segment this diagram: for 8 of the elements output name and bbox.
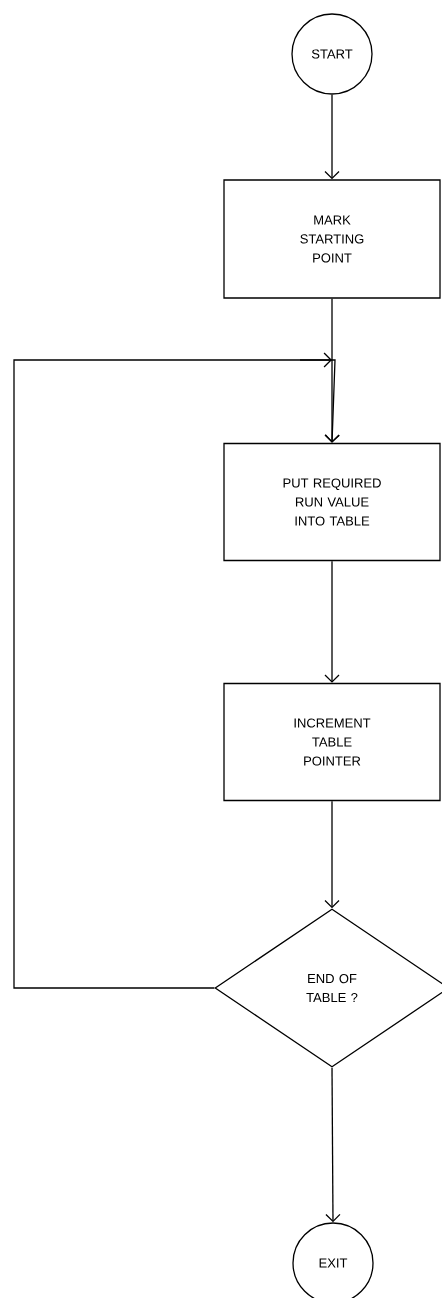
process-box: MARK STARTING POINT (223, 179, 441, 299)
loop-arrow (13, 352, 340, 989)
arrow (324, 94, 340, 180)
arrow (324, 800, 340, 909)
arrow (325, 1067, 341, 1223)
process-box: PUT REQUIRED RUN VALUE INTO TABLE (223, 442, 441, 562)
process-box: INCREMENT TABLE POINTER (223, 682, 441, 802)
arrow (324, 560, 340, 683)
